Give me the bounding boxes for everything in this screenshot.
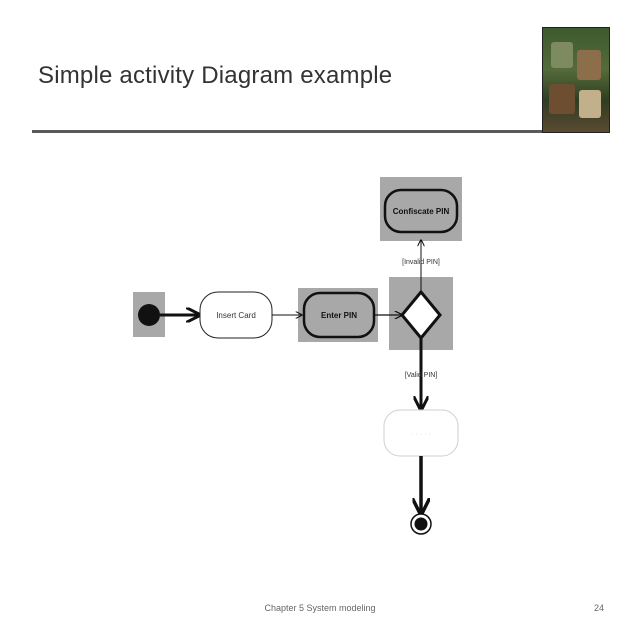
slide-title: Simple activity Diagram example xyxy=(38,62,393,89)
title-divider xyxy=(32,130,610,133)
page-number: 24 xyxy=(593,603,604,613)
insert-card-label: Insert Card xyxy=(216,311,256,320)
confiscate-pin-label: Confiscate PIN xyxy=(393,207,450,216)
guard-valid-pin: [Valid PIN] xyxy=(405,372,438,379)
confiscate-pin-node xyxy=(383,188,459,234)
final-node-dot xyxy=(414,517,428,531)
initial-node xyxy=(138,304,160,326)
book-cover-image xyxy=(542,27,610,133)
cover-figure xyxy=(551,42,573,68)
slide-footer: Chapter 5 System modeling xyxy=(264,603,376,613)
cover-figure xyxy=(579,90,601,118)
guard-invalid-pin: [Invalid PIN] xyxy=(402,259,440,266)
cover-figure xyxy=(549,84,575,114)
cover-figure xyxy=(577,50,601,80)
enter-pin-label: Enter PIN xyxy=(321,311,357,320)
next-activity-label: · · · · · xyxy=(411,431,430,438)
